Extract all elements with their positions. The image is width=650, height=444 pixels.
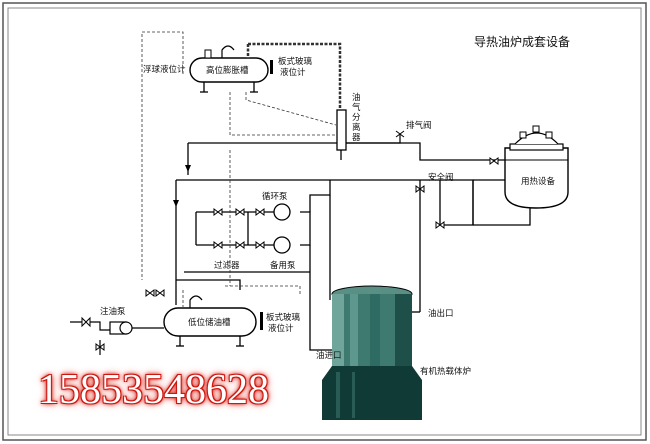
- vent-dashed-left: [141, 31, 184, 280]
- filter-label: 过滤器: [214, 260, 240, 271]
- valve-group: [145, 157, 499, 297]
- phone-number-watermark: 15853548628: [38, 367, 269, 413]
- high-expansion-tank: 高位膨胀槽: [189, 45, 269, 93]
- oil-inject-pump: [70, 316, 164, 355]
- oil-inlet-label: 油进口: [316, 350, 342, 361]
- separator-label-2: 气: [352, 102, 361, 113]
- organic-heat-furnace: [322, 285, 422, 420]
- plate-gauge-top-label-2: 液位计: [280, 67, 306, 78]
- spare-pump-label: 备用泵: [270, 260, 296, 271]
- low-storage-tank: [163, 295, 257, 347]
- separator-label-1: 油: [352, 92, 361, 103]
- safety-valve-label: 安全阀: [428, 172, 454, 183]
- float-gauge-label: 浮球液位计: [143, 64, 186, 75]
- circulation-pump: [273, 203, 291, 221]
- diagram-title: 导热油炉成套设备: [474, 35, 570, 49]
- furnace-label: 有机热载体炉: [420, 366, 471, 377]
- low-tank-label: 低位储油槽: [188, 317, 231, 328]
- high-tank-label: 高位膨胀槽: [206, 65, 249, 76]
- user-equipment-label: 用热设备: [521, 176, 556, 187]
- exhaust-valve-label: 排气阀: [406, 120, 432, 131]
- oil-gas-separator: [336, 109, 347, 160]
- plate-gauge-bottom-label-1: 板式玻璃: [266, 312, 301, 323]
- plate-gauge-top: [270, 60, 273, 74]
- plate-gauge-bottom-label-2: 液位计: [268, 323, 294, 334]
- spare-pump: [273, 236, 291, 254]
- user-equipment: [504, 125, 569, 209]
- oil-outlet-label: 油出口: [428, 308, 454, 319]
- separator-label-5: 器: [352, 133, 361, 143]
- circ-pump-label: 循环泵: [262, 191, 288, 202]
- separator-label-4: 离: [352, 122, 361, 133]
- plate-gauge-bottom: [260, 312, 263, 330]
- inner-border: [7, 7, 642, 436]
- plate-gauge-top-label-1: 板式玻璃: [278, 56, 313, 67]
- oil-inject-pump-label: 注油泵: [100, 306, 126, 317]
- vent-dashed-top: [248, 42, 342, 108]
- separator-label-3: 分: [352, 113, 361, 123]
